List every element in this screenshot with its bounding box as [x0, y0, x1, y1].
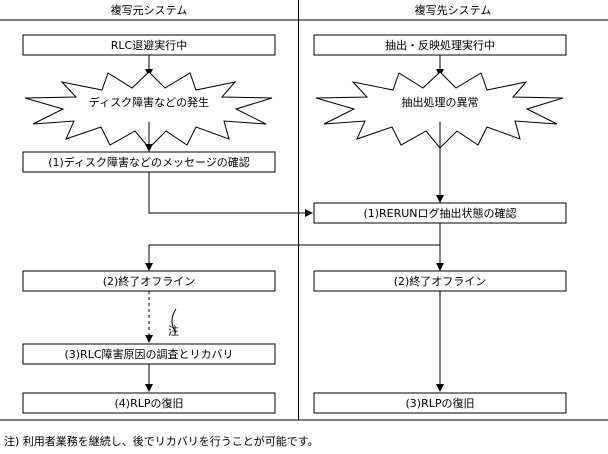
left-start-label: RLC退避実行中: [111, 38, 187, 52]
note-marker-bracket: [171, 308, 177, 334]
split-connector: [145, 223, 441, 271]
note-marker-label: 注: [167, 324, 180, 336]
left-step1-label: (1)ディスク障害などのメッセージの確認: [48, 155, 250, 169]
left-column-header: 複写元システム: [111, 3, 188, 17]
left-event-label: ディスク障害などの発生: [89, 95, 209, 109]
footnote: 注) 利用者業務を継続し、後でリカバリを行うことが可能です。: [4, 435, 319, 448]
right-event-label: 抽出処理の異常: [402, 95, 479, 109]
right-column-header: 複写先システム: [415, 3, 492, 17]
left-step4-label: (4)RLPの復旧: [115, 397, 184, 410]
left-step4-box: [22, 392, 276, 414]
cross-arrow: [148, 172, 313, 217]
right-step3-box: [313, 392, 567, 414]
left-step3-label: (3)RLC障害原因の調査とリカバリ: [64, 347, 233, 361]
right-step3-label: (3)RLPの復旧: [406, 397, 475, 410]
right-step2-label: (2)終了オフライン: [394, 274, 487, 288]
right-step1-label: (1)RERUNログ抽出状態の確認: [363, 206, 516, 220]
left-step2-label: (2)終了オフライン: [103, 274, 196, 288]
right-start-label: 抽出・反映処理実行中: [385, 38, 495, 52]
